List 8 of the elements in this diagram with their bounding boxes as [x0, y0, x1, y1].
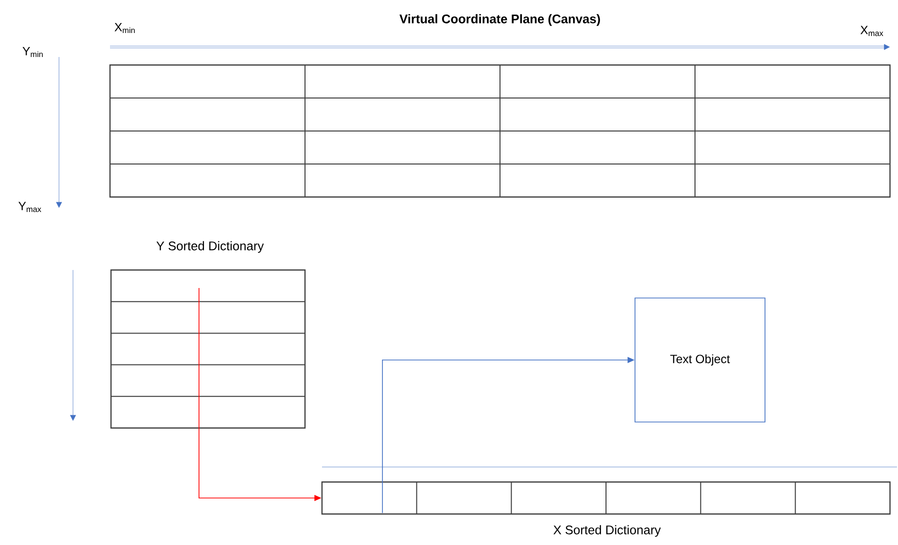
axis-label: Y$_{max}$: [18, 202, 42, 212]
heading: X Sorted Dictionary: [553, 525, 661, 537]
heading: Virtual Coordinate Plane (Canvas): [399, 14, 600, 26]
axis-label: X$_{max}$: [860, 26, 884, 36]
axis-label: Y$_{min}$: [22, 46, 43, 58]
axis-label: X$_{min}$: [114, 22, 135, 34]
heading: Y Sorted Dictionary: [156, 241, 264, 253]
object-box: Text Object: [634, 298, 766, 422]
